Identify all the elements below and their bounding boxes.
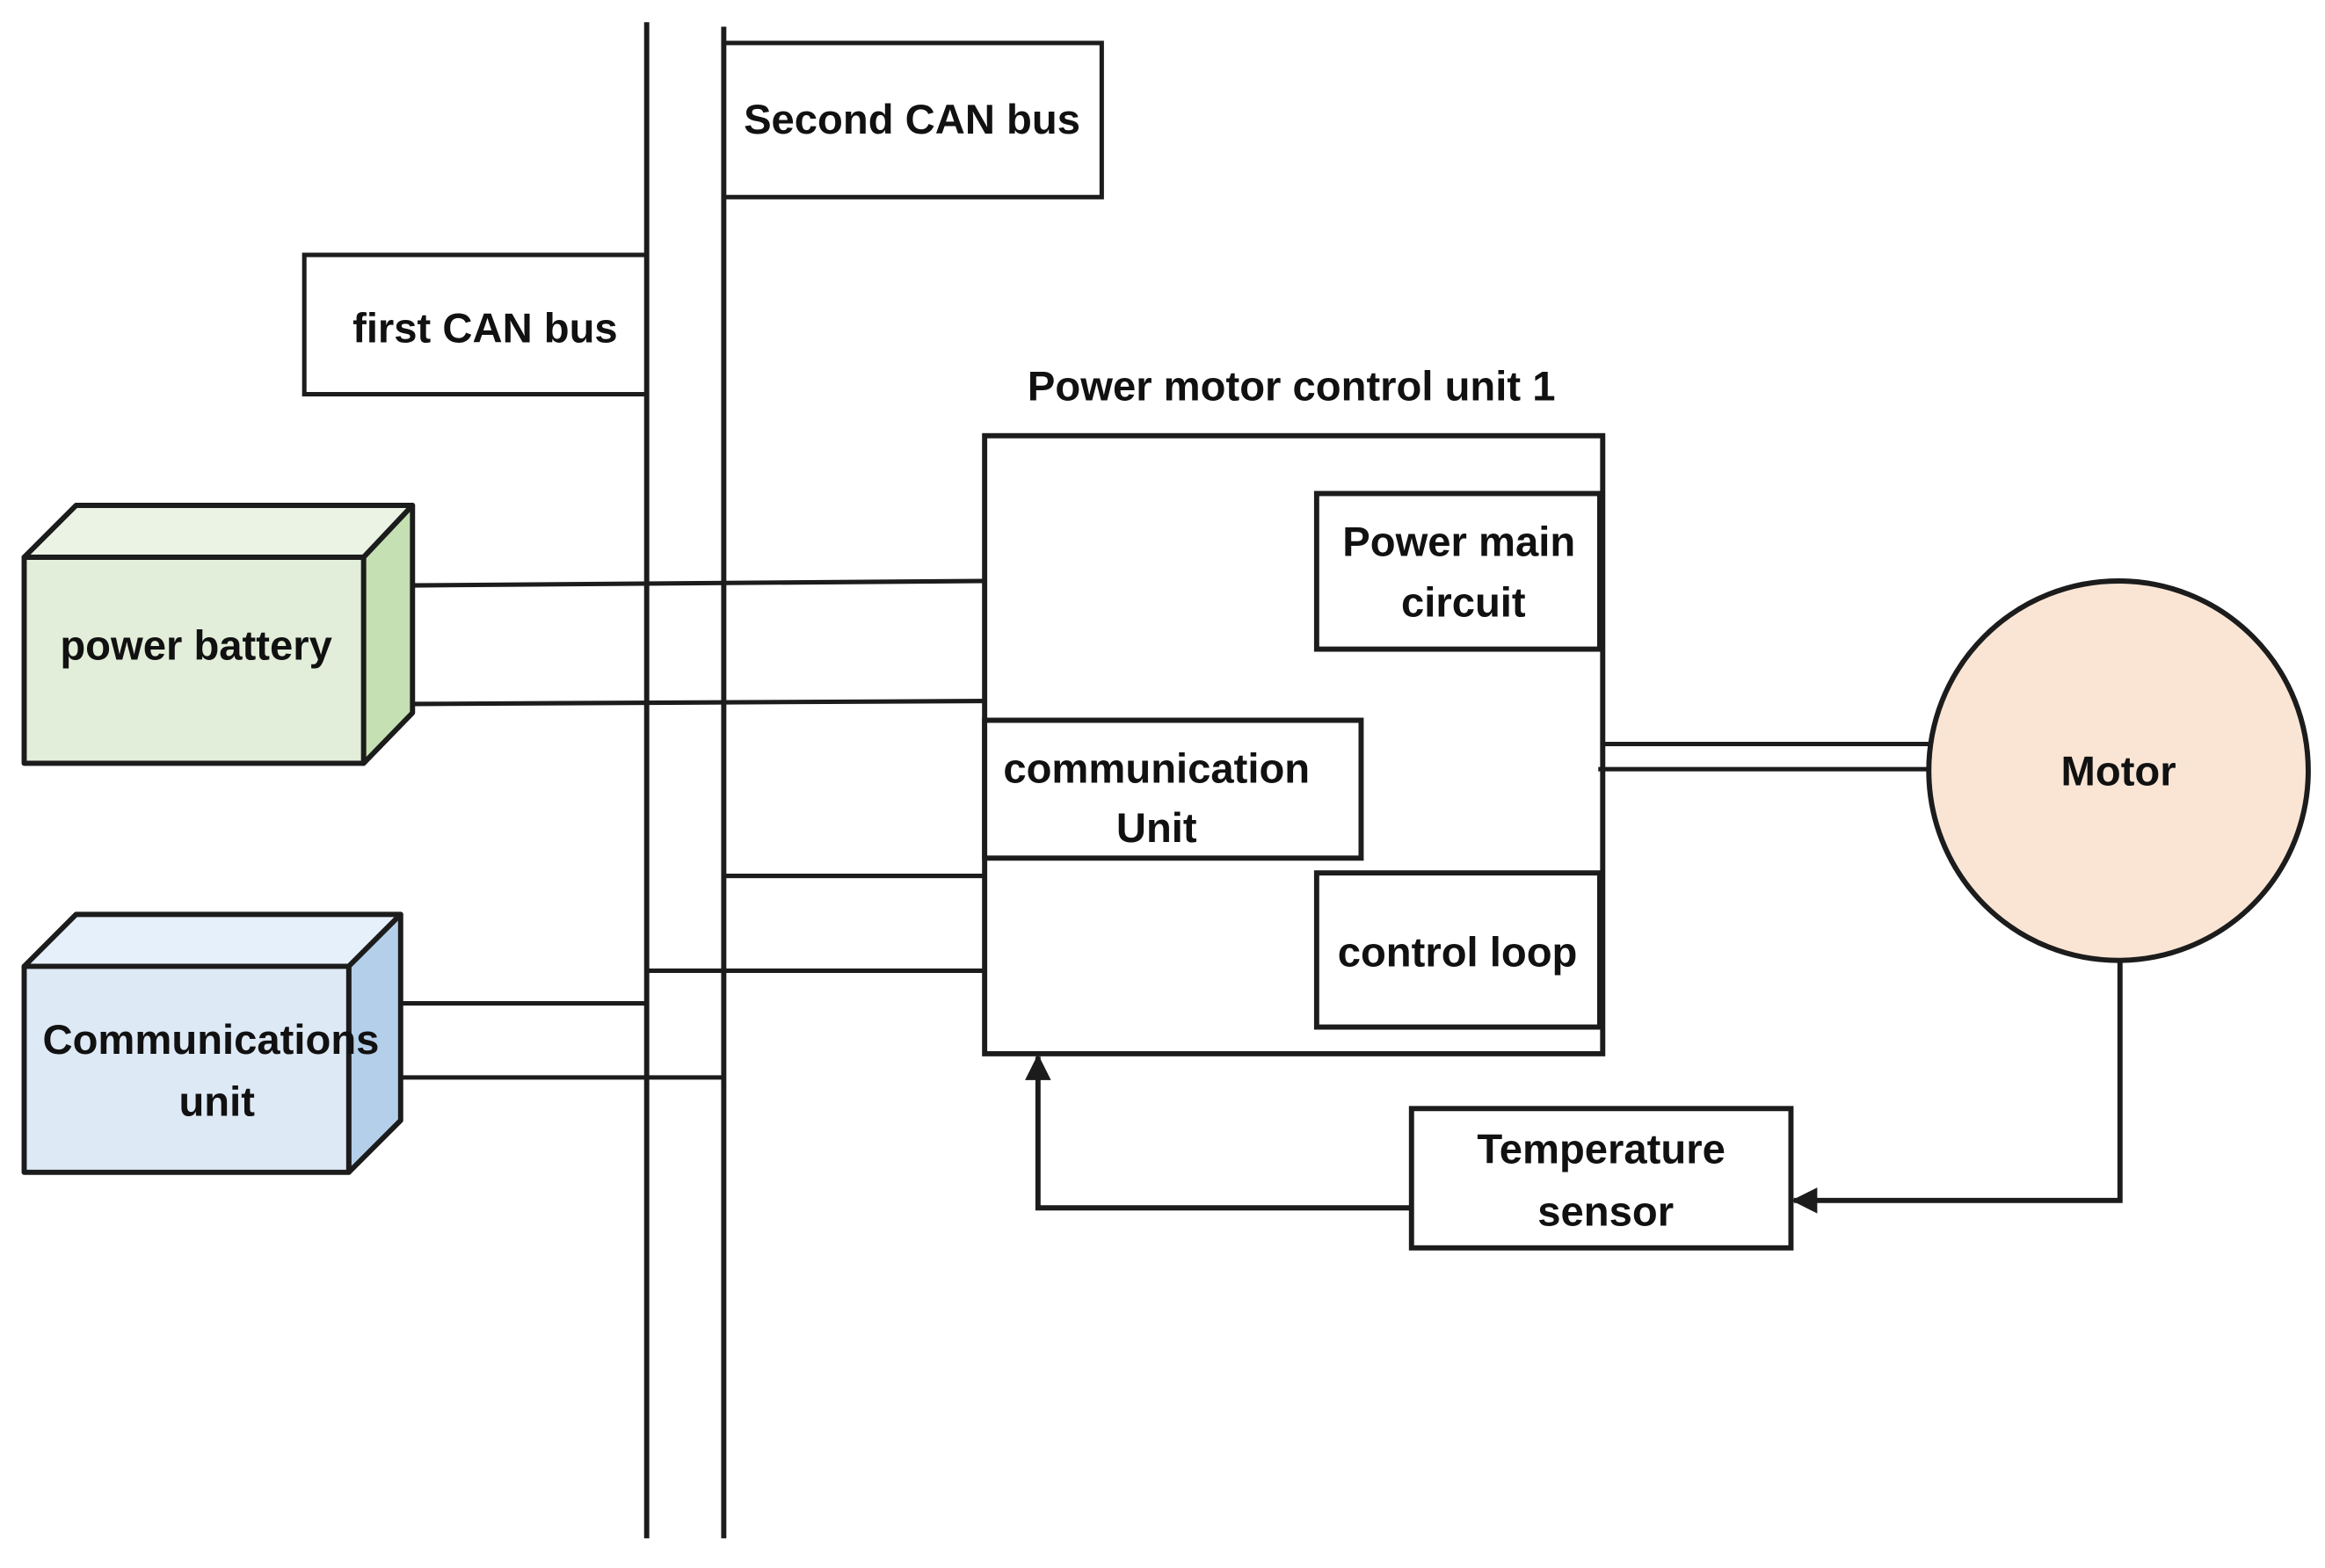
- power-battery-block: [21, 503, 416, 766]
- power-main-circuit-box: Power main circuit: [1313, 490, 1602, 652]
- power-battery-top-face: [21, 503, 416, 560]
- first-can-bus-label: first CAN bus: [352, 306, 618, 352]
- second-can-bus-label-box: Second CAN bus: [721, 40, 1104, 200]
- communication-unit-box: communication Unit: [982, 717, 1364, 861]
- communication-unit-label-line2: Unit: [1116, 805, 1197, 852]
- motor-label: Motor: [2061, 749, 2176, 795]
- power-battery-front-face: [21, 555, 367, 766]
- control-unit-title: Power motor control unit 1: [1028, 363, 1556, 410]
- power-main-circuit-label-line2: circuit: [1401, 579, 1526, 626]
- communications-unit-label-line1: Communications: [43, 1017, 380, 1063]
- first-can-bus-label-box: first CAN bus: [302, 252, 650, 397]
- battery-to-control-unit-line-lower: [412, 699, 985, 707]
- communications-unit-front-face: [21, 963, 352, 1175]
- battery-to-control-unit-line-upper: [412, 578, 985, 588]
- communications-unit-label-line2: unit: [178, 1079, 255, 1126]
- power-main-circuit-label-line1: Power main: [1342, 519, 1575, 565]
- power-battery-label: power battery: [60, 622, 332, 669]
- communications-unit-top-face: [21, 911, 403, 969]
- connection-lines: [400, 578, 985, 1080]
- motor-to-temperature-sensor-arrow: [1791, 960, 2123, 1214]
- communication-unit-label-line1: communication: [1003, 745, 1310, 792]
- control-loop-label: control loop: [1338, 929, 1578, 976]
- temperature-sensor-label-line1: Temperature: [1477, 1127, 1725, 1173]
- temperature-sensor-label-line2: sensor: [1537, 1188, 1674, 1235]
- control-loop-box: control loop: [1313, 870, 1602, 1030]
- second-can-bus-label: Second CAN bus: [744, 97, 1080, 143]
- temperature-sensor-to-control-unit-arrow: [1025, 1054, 1412, 1211]
- communications-unit-block: [21, 911, 403, 1175]
- temperature-sensor-box: Temperature sensor: [1408, 1106, 1794, 1251]
